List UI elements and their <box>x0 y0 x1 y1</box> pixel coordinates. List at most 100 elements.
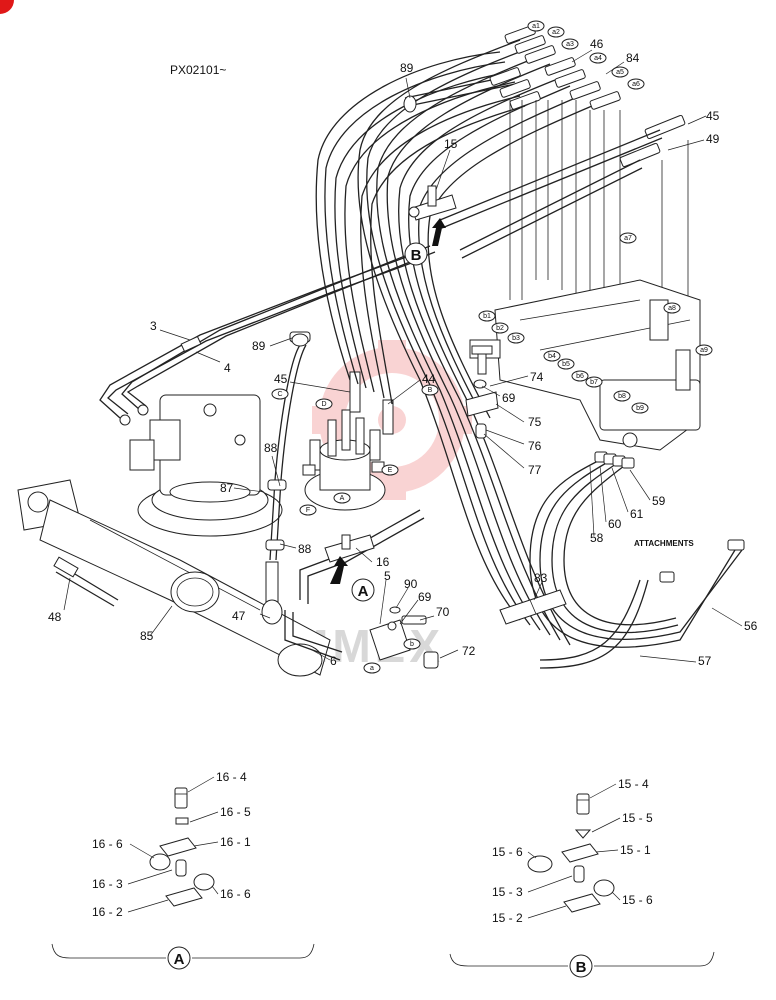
callout-70: 70 <box>436 605 450 619</box>
port-tag-a1: a1 <box>527 20 545 32</box>
svg-text:a9: a9 <box>700 347 708 354</box>
svg-text:a3: a3 <box>566 41 574 48</box>
clamp-15 <box>408 185 457 221</box>
port-tag-center-f: F <box>299 504 317 516</box>
callout-88-lower: 88 <box>298 542 312 556</box>
pipes-5-6 <box>284 509 425 661</box>
view-ref-b: B <box>404 242 428 266</box>
svg-text:b4: b4 <box>548 353 556 360</box>
svg-text:b1: b1 <box>483 313 491 320</box>
callout-60: 60 <box>608 517 622 531</box>
callout-59: 59 <box>652 494 666 508</box>
attachments-label: ATTACHMENTS <box>634 539 694 548</box>
callout-84: 84 <box>626 51 640 65</box>
callout-46: 46 <box>590 37 604 51</box>
port-tag-center-e: E <box>381 464 399 476</box>
clamp-89 <box>291 95 417 347</box>
callout-45-mid: 45 <box>274 372 288 386</box>
svg-text:E: E <box>388 467 393 474</box>
svg-text:b5: b5 <box>562 361 570 368</box>
view-ref-a: A <box>351 578 375 602</box>
detail-view-b: 15 - 4 15 - 5 15 - 6 15 - 1 15 - 3 15 - … <box>449 777 715 978</box>
detail-view-a: 16 - 4 16 - 5 16 - 6 16 - 1 16 - 3 16 - … <box>51 770 315 970</box>
mounting-hardware <box>465 345 499 439</box>
svg-text:C: C <box>277 391 282 398</box>
callout-47: 47 <box>232 609 246 623</box>
clamp-16 <box>324 534 375 563</box>
detail-b-part-4: 15 - 4 <box>618 777 649 791</box>
port-tag-b5: b5 <box>557 358 575 370</box>
detail-a-part-6-right: 16 - 6 <box>220 887 251 901</box>
detail-a-label: A <box>174 951 185 968</box>
callout-69-lower: 69 <box>418 590 432 604</box>
callout-75: 75 <box>528 415 542 429</box>
detail-a-part-1: 16 - 1 <box>220 835 251 849</box>
callout-48: 48 <box>48 610 62 624</box>
swing-motor-unit <box>129 394 283 537</box>
callout-4: 4 <box>224 361 231 375</box>
port-tag-a2: a2 <box>547 26 565 38</box>
detail-a-part-2: 16 - 2 <box>92 905 123 919</box>
callout-56: 56 <box>744 619 758 633</box>
detail-a-part-5: 16 - 5 <box>220 805 251 819</box>
swivel-joint-hoses <box>261 331 311 625</box>
detail-a-part-6-left: 16 - 6 <box>92 837 123 851</box>
detail-b-part-2: 15 - 2 <box>492 911 523 925</box>
callout-3: 3 <box>150 319 157 333</box>
port-tag-a3: a3 <box>561 38 579 50</box>
callout-88-upper: 88 <box>264 441 278 455</box>
callout-89-mid: 89 <box>252 339 266 353</box>
callout-61: 61 <box>630 507 644 521</box>
svg-text:b8: b8 <box>618 393 626 400</box>
port-tag-b1: b1 <box>478 310 496 322</box>
return-pipes-3-4 <box>99 245 436 426</box>
svg-text:a7: a7 <box>624 235 632 242</box>
port-tag-center-c: C <box>271 388 289 400</box>
svg-text:a4: a4 <box>594 55 602 62</box>
svg-text:B: B <box>428 387 433 394</box>
detail-b-part-5: 15 - 5 <box>622 811 653 825</box>
svg-text:a8: a8 <box>668 305 676 312</box>
svg-text:F: F <box>306 507 310 514</box>
leader-lines <box>63 49 743 663</box>
port-tag-center-a: A <box>333 492 351 504</box>
svg-text:b3: b3 <box>512 335 520 342</box>
callout-90: 90 <box>404 577 418 591</box>
center-joint <box>302 371 394 511</box>
svg-text:b2: b2 <box>496 325 504 332</box>
svg-text:A: A <box>340 495 345 502</box>
port-tag-a6: a6 <box>627 78 645 90</box>
port-tag-a9: a9 <box>695 344 713 356</box>
svg-text:D: D <box>321 401 326 408</box>
callout-58: 58 <box>590 531 604 545</box>
port-tag-b-lower: b <box>403 638 421 650</box>
svg-text:b6: b6 <box>576 373 584 380</box>
port-tag-b7: b7 <box>585 376 603 388</box>
serial-number: PX02101~ <box>170 63 226 77</box>
valve-block-hardware <box>369 606 439 669</box>
detail-b-part-6-right: 15 - 6 <box>622 893 653 907</box>
svg-text:b: b <box>410 641 414 648</box>
port-tag-a7: a7 <box>619 232 637 244</box>
svg-text:A: A <box>358 583 369 600</box>
clamp-83 <box>499 589 567 625</box>
port-tag-b2: b2 <box>491 322 509 334</box>
top-fittings <box>439 25 686 259</box>
attachment-lines <box>529 451 745 669</box>
callout-44: 44 <box>422 372 436 386</box>
detail-b-part-1: 15 - 1 <box>620 843 651 857</box>
callout-77: 77 <box>528 463 542 477</box>
detail-b-part-3: 15 - 3 <box>492 885 523 899</box>
port-tag-a4: a4 <box>589 52 607 64</box>
callouts: 89 46 84 45 49 15 3 4 89 45 44 74 69 75 … <box>48 37 758 668</box>
port-tags: a1 a2 a3 a4 a5 a6 a7 a8 a9 b1 b2 b3 b4 b… <box>271 20 713 674</box>
callout-69-upper: 69 <box>502 391 516 405</box>
svg-text:a2: a2 <box>552 29 560 36</box>
callout-6: 6 <box>330 654 337 668</box>
port-tag-b6: b6 <box>571 370 589 382</box>
callout-15: 15 <box>444 137 458 151</box>
detail-a-part-3: 16 - 3 <box>92 877 123 891</box>
callout-16: 16 <box>376 555 390 569</box>
callout-87: 87 <box>220 481 234 495</box>
port-tag-center-d: D <box>315 398 333 410</box>
